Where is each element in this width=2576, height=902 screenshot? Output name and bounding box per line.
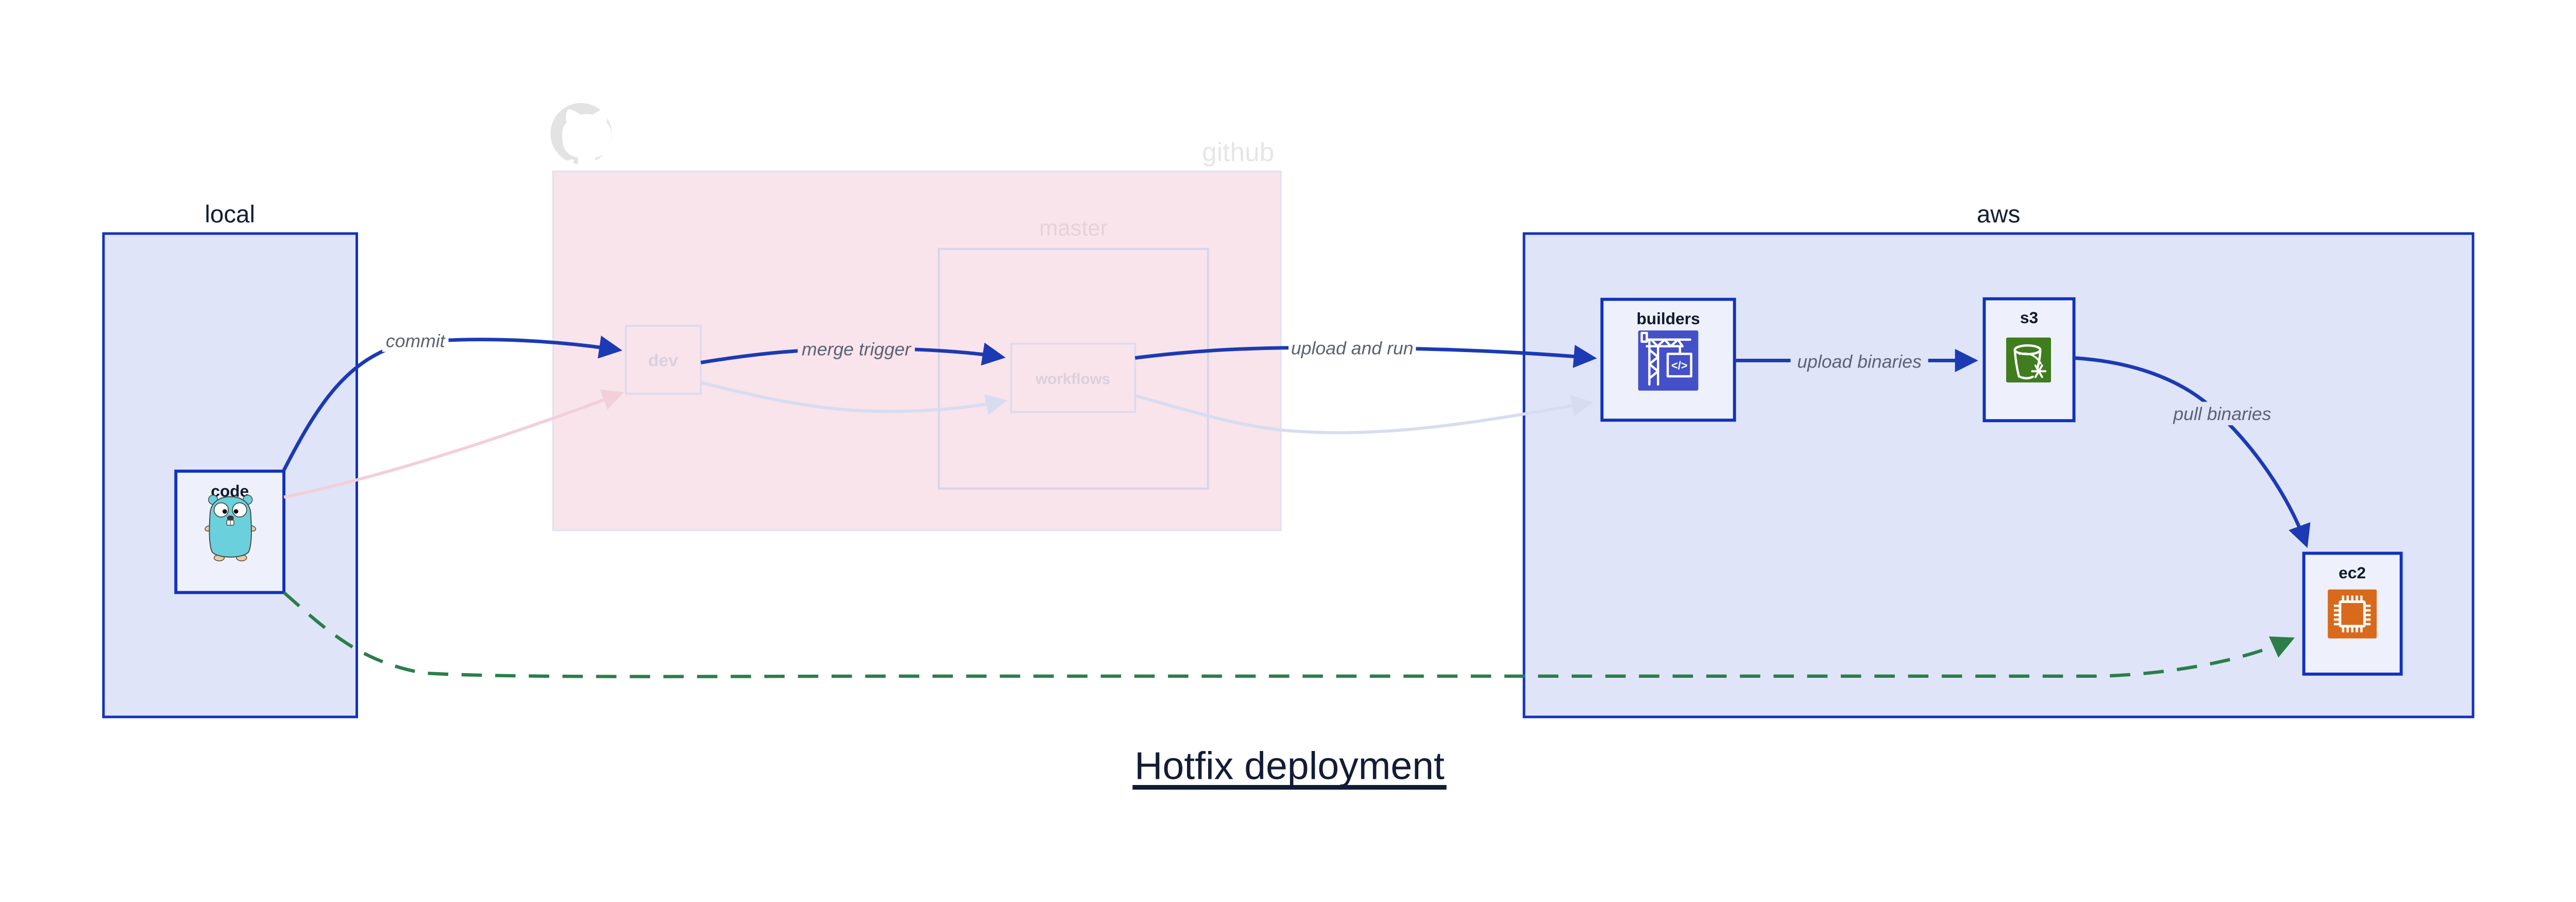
aws-group-label: aws xyxy=(1977,201,2020,228)
s3-bucket-icon xyxy=(2006,337,2052,382)
master-branch-box xyxy=(938,247,1209,490)
gopher-pupil-right xyxy=(233,509,239,514)
chip-pins-right xyxy=(2364,605,2371,626)
bucket-side-left xyxy=(2013,349,2020,378)
go-gopher-icon xyxy=(205,494,257,561)
crane-code-symbol: </> xyxy=(1671,359,1687,372)
commit-label-bg xyxy=(382,329,449,352)
upload-and-run-label-bg xyxy=(1288,336,1416,359)
gopher-pupil-left xyxy=(222,509,227,514)
chip-pins-left xyxy=(2334,605,2340,626)
faded-edge-workflows-to-builders xyxy=(1134,394,1594,435)
diagram-title: Hotfix deployment xyxy=(1134,744,1445,788)
pull-binaries-label-bg xyxy=(2168,402,2276,426)
github-group: github master dev workflows xyxy=(550,103,1282,531)
github-octocat-icon xyxy=(550,103,612,165)
codebuild-crane-icon: </> xyxy=(1638,330,1699,391)
upload-binaries-label: upload binaries xyxy=(1797,351,1922,372)
s3-node-label: s3 xyxy=(2020,308,2038,327)
ec2-node-label: ec2 xyxy=(2338,563,2366,582)
bucket-handle xyxy=(2018,353,2042,365)
chip-pins-top xyxy=(2342,595,2363,602)
dev-node xyxy=(625,325,702,395)
commit-label: commit xyxy=(386,331,446,352)
workflows-node xyxy=(1010,343,1136,413)
bucket-snowflake xyxy=(2031,364,2047,378)
edge-labels: commit merge trigger upload and run uplo… xyxy=(382,329,2276,426)
faded-edge-dev-to-workflows xyxy=(700,381,1008,415)
faded-edge-code-to-dev xyxy=(283,389,624,499)
hotfix-edge xyxy=(282,591,2295,678)
octocat-head xyxy=(562,109,612,165)
octocat-tail xyxy=(551,156,574,165)
s3-icon-bg xyxy=(2006,337,2052,382)
github-group-label: github xyxy=(1202,137,1274,167)
upload-binaries-label-bg xyxy=(1790,349,1928,373)
crane-container xyxy=(1666,353,1692,378)
master-branch-label: master xyxy=(1039,216,1108,241)
bucket-bottom xyxy=(2018,375,2034,380)
ec2-chip-icon xyxy=(2328,589,2377,639)
gopher-nose xyxy=(227,515,234,521)
builders-node-label: builders xyxy=(1636,309,1700,328)
crane-jib-truss xyxy=(1650,338,1684,347)
crane-counterweight xyxy=(1640,331,1648,343)
workflows-node-label: workflows xyxy=(1035,371,1110,388)
upload-and-run-label: upload and run xyxy=(1291,338,1414,359)
merge-trigger-label-bg xyxy=(798,337,915,360)
merge-trigger-label: merge trigger xyxy=(802,339,912,360)
crane-mast-braces xyxy=(1648,348,1659,380)
pull-binaries-label: pull binaries xyxy=(2173,404,2271,424)
aws-group: aws builders </> s3 xyxy=(1522,201,2475,719)
dev-node-label: dev xyxy=(648,351,678,370)
local-group-label: local xyxy=(205,201,255,228)
chip-pins-bottom xyxy=(2342,626,2363,632)
local-group: local code xyxy=(102,201,358,719)
